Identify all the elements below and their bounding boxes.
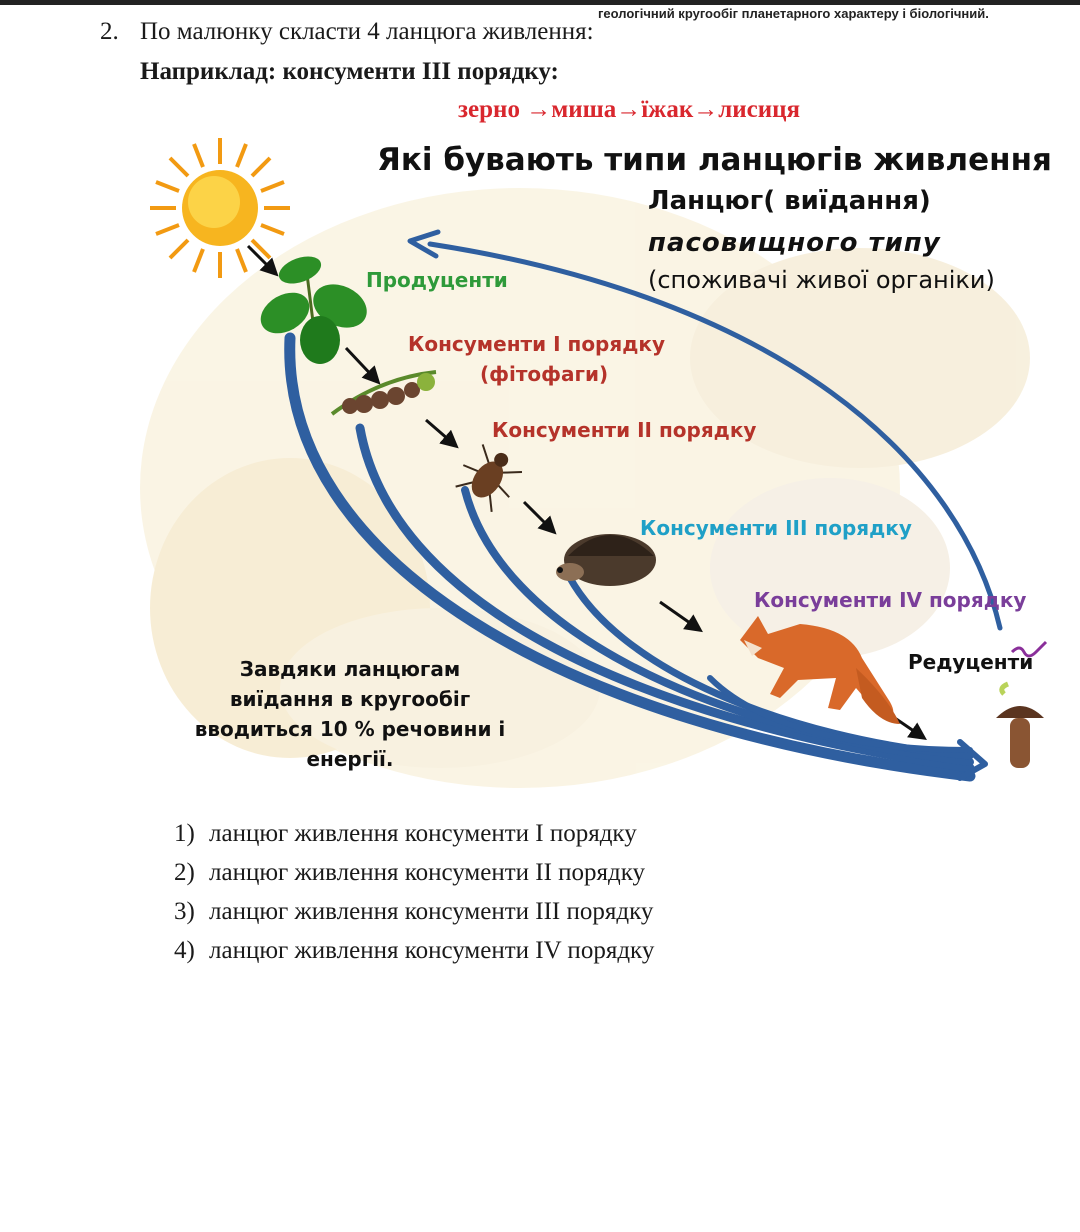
list-item: 2) ланцюг живлення консументи ІІ порядку [174,859,654,898]
mushroom-icon [996,640,1048,768]
caterpillar-icon [330,370,437,416]
item-text: ланцюг живлення консументи ІІ порядку [209,859,646,886]
top-divider [0,0,1080,5]
task-number: 2. [100,18,119,45]
item-number: 4) [174,937,195,964]
chain-type: пасовищного типу [648,228,941,258]
fox-icon [740,616,900,724]
example-chain: зерно →миша→їжак→лисиця [458,96,801,123]
beetle-icon [455,444,523,512]
label-reducers: Редуценти [908,650,1034,674]
item-text: ланцюг живлення консументи ІІІ порядку [209,898,654,925]
label-consumers-3: Консументи ІІІ порядку [640,516,912,540]
leaf-icon [260,256,367,364]
item-number: 3) [174,898,195,925]
item-number: 1) [174,820,195,847]
label-consumers-1-note: (фітофаги) [480,362,609,386]
chain-heading: Ланцюг( виїдання) [648,186,931,216]
food-chain-figure: Які бувають типи ланцюгів живлення Ланцю… [140,128,1052,800]
item-text: ланцюг живлення консументи І порядку [209,820,637,847]
list-item: 3) ланцюг живлення консументи ІІІ порядку [174,898,654,937]
caption-line: вводиться 10 % речовини і енергії. [194,717,506,771]
caption-line: виїдання в кругообіг [229,687,471,711]
sun-icon [150,138,290,278]
figure-caption: Завдяки ланцюгам виїдання в кругообіг вв… [160,654,540,774]
task-text: По малюнку скласти 4 ланцюга живлення: [140,18,594,45]
list-item: 4) ланцюг живлення консументи IV порядку [174,937,654,976]
hedgehog-icon [556,534,656,586]
chain-description: (споживачі живої органіки) [648,266,995,294]
figure-graphics [140,138,1048,788]
return-arrows [284,229,1003,782]
label-producers: Продуценти [366,268,508,292]
caption-line: Завдяки ланцюгам [239,657,461,681]
label-consumers-2: Консументи ІІ порядку [492,418,757,442]
figure-title: Які бувають типи ланцюгів живлення [377,142,1052,178]
label-consumers-4: Консументи IV порядку [754,588,1027,612]
task-list: 1) ланцюг живлення консументи І порядку 2… [174,820,654,976]
list-item: 1) ланцюг живлення консументи І порядку [174,820,654,859]
item-text: ланцюг живлення консументи IV порядку [209,937,655,964]
item-number: 2) [174,859,195,886]
label-consumers-1: Консументи І порядку [408,332,665,356]
example-label: Наприклад: консументи ІІІ порядку: [140,58,559,85]
top-note: геологічний кругообіг планетарного харак… [598,6,989,21]
